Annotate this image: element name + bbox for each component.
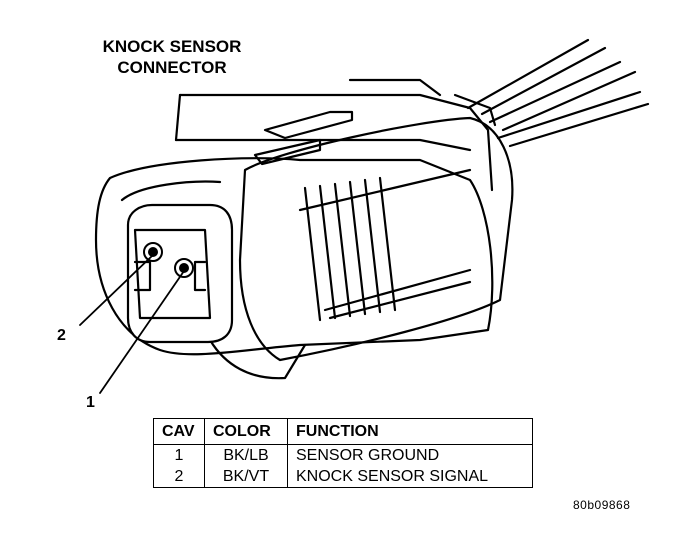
cavity-1-pin — [179, 263, 189, 273]
figure-reference: 80b09868 — [573, 498, 631, 512]
locking-sleeve — [238, 116, 514, 362]
terminal-cavities — [143, 242, 194, 278]
cell-color: BK/VT — [204, 466, 288, 488]
ribbed-collar — [303, 176, 397, 322]
pinout-table: CAV COLOR FUNCTION 1 BK/LB SENSOR GROUND… — [153, 418, 533, 488]
callout-pin1: 1 — [86, 394, 95, 411]
connector-shell — [94, 78, 497, 380]
cell-cav: 1 — [153, 444, 205, 466]
table-row: 1 BK/LB SENSOR GROUND — [153, 444, 533, 466]
cell-cav: 2 — [153, 466, 205, 488]
callout-leaders — [79, 254, 185, 394]
diagram-title: KNOCK SENSOR CONNECTOR — [72, 36, 272, 78]
cavity-2-pin — [148, 247, 158, 257]
header-cav: CAV — [153, 418, 205, 445]
title-line-2: CONNECTOR — [117, 58, 227, 77]
table-header-row: CAV COLOR FUNCTION — [153, 418, 533, 445]
cell-function: SENSOR GROUND — [287, 444, 533, 466]
cell-color: BK/LB — [204, 444, 288, 466]
title-line-1: KNOCK SENSOR — [102, 37, 242, 56]
terminal-housing — [126, 203, 234, 344]
header-color: COLOR — [204, 418, 288, 445]
wire-harness — [466, 38, 650, 148]
callout-pin2: 2 — [57, 327, 66, 344]
table-row: 2 BK/VT KNOCK SENSOR SIGNAL — [153, 466, 533, 488]
header-function: FUNCTION — [287, 418, 533, 445]
cell-function: KNOCK SENSOR SIGNAL — [287, 466, 533, 488]
cavity-2 — [143, 242, 163, 262]
leader-pin1 — [99, 270, 185, 394]
leader-pin2 — [79, 254, 154, 326]
cavity-1 — [174, 258, 194, 278]
